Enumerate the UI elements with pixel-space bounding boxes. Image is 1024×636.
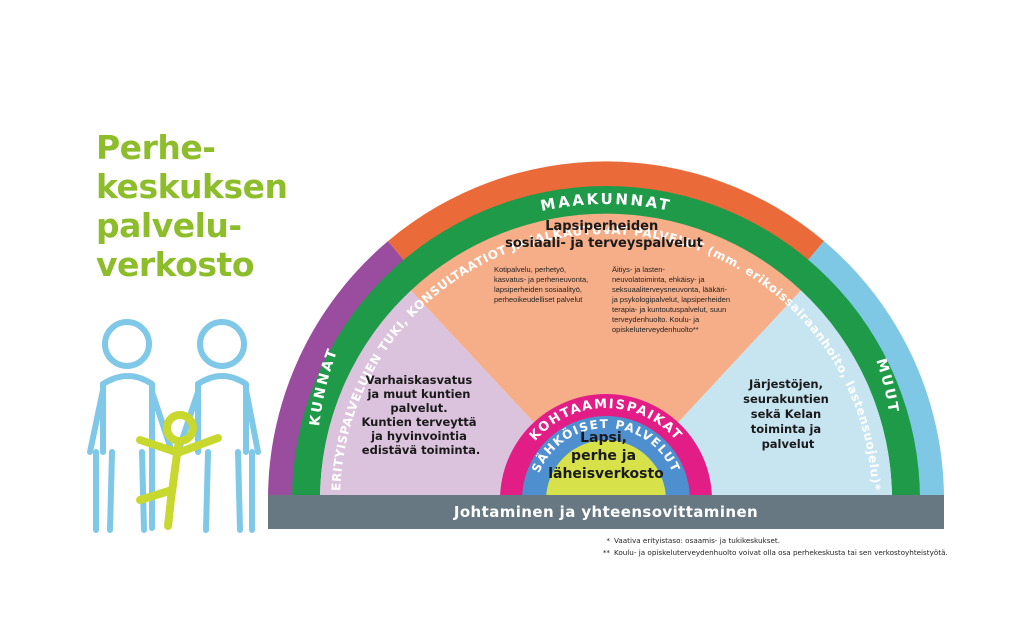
- footnote-text: Koulu- ja opiskeluterveydenhuolto voivat…: [614, 548, 948, 557]
- adult-right-figure: [175, 319, 261, 533]
- right-sector-text: Järjestöjen, seurakuntien sekä Kelan toi…: [743, 377, 833, 451]
- top-sector-left-column: Kotipalvelu, perhetyö, kasvatus- ja perh…: [494, 265, 590, 304]
- sector-top: [411, 213, 801, 501]
- footnote: ** Koulu- ja opiskeluterveydenhuolto voiv…: [596, 547, 948, 559]
- bottom-bar: [268, 495, 944, 529]
- footnotes: * Vaativa erityistaso: osaamis- ja tukike…: [596, 535, 948, 559]
- footnote: * Vaativa erityistaso: osaamis- ja tukike…: [596, 535, 948, 547]
- maakunnat-ring: [388, 161, 824, 263]
- title-line: palvelu-: [96, 206, 242, 245]
- center-label: Lapsi, perhe ja läheisverkosto: [548, 430, 664, 482]
- center-circle: [546, 440, 666, 500]
- footnote-mark: **: [602, 548, 610, 557]
- title-line: keskuksen: [96, 167, 288, 206]
- page-title: Perhe- keskuksen palvelu- verkosto: [96, 128, 288, 284]
- bottom-bar-label: Johtaminen ja yhteensovittaminen: [453, 503, 758, 521]
- family-illustration: [87, 319, 261, 533]
- title-line: Perhe-: [96, 128, 216, 167]
- top-sector-heading: Lapsiperheiden sosiaali- ja terveyspalve…: [505, 219, 703, 251]
- footnote-mark: *: [606, 536, 610, 545]
- top-sector-right-column: Äitiys- ja lasten- neuvolatoiminta, ehkä…: [611, 265, 732, 334]
- footnote-text: Vaativa erityistaso: osaamis- ja tukikes…: [614, 536, 780, 545]
- title-line: verkosto: [96, 245, 254, 284]
- adult-left-figure: [87, 319, 175, 533]
- left-sector-text: Varhaiskasvatus ja muut kuntien palvelut…: [361, 373, 480, 457]
- child-figure: [136, 411, 222, 530]
